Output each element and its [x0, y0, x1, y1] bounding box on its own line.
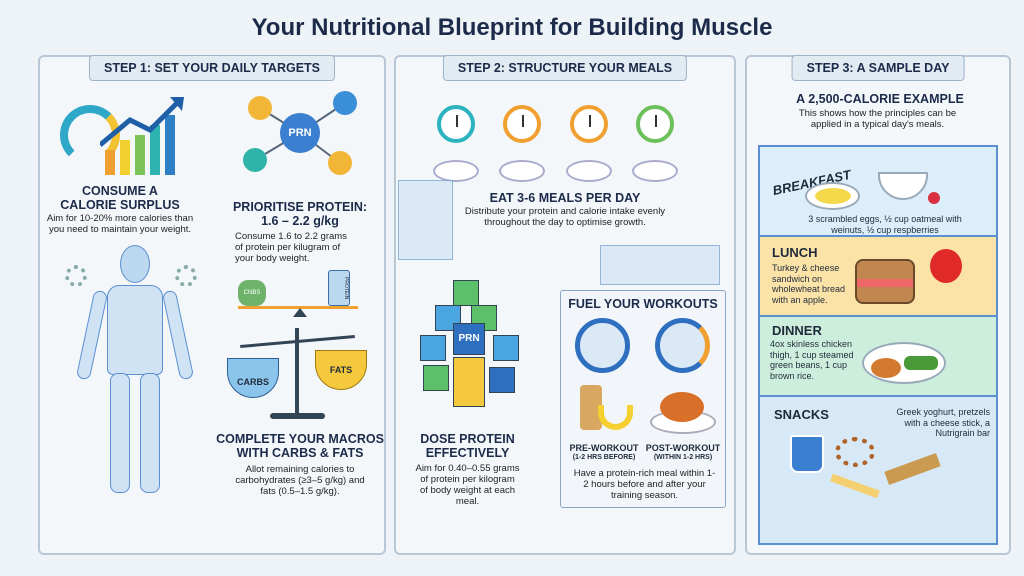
prn-badge: PRN — [280, 113, 320, 153]
step3-header: STEP 3: A SAMPLE DAY — [791, 55, 965, 81]
protein-blocks-icon: PRN — [415, 275, 525, 425]
surplus-heading-line2: CALORIE SURPLUS — [60, 198, 180, 212]
protein-molecule-icon: PRN — [240, 88, 365, 175]
roast-chicken-icon — [660, 392, 704, 422]
cheese-stick-icon — [830, 473, 880, 499]
building-block-icon — [398, 180, 453, 260]
clock-icon — [503, 105, 541, 143]
clock-icon — [636, 105, 674, 143]
oatmeal-icon — [878, 172, 928, 200]
shelf-dinner: DINNER 4ox skinless chicken thigh, 1 cup… — [758, 315, 998, 397]
pre-workout-label: PRE-WORKOUT — [569, 443, 639, 453]
gear-icon — [65, 265, 87, 287]
sample-text: This shows how the principles can be app… — [798, 108, 957, 130]
shelf-snacks: SNACKS Greek yoghurt, pretzels with a ch… — [758, 395, 998, 545]
surplus-heading-line1: CONSUME A — [82, 184, 158, 198]
meal-plate-icon — [566, 160, 612, 182]
prn-badge: PRN — [453, 323, 485, 355]
surplus-text: Aim for 10-20% more calories than you ne… — [46, 213, 194, 235]
kettlebell-seesaw-icon: CNBS PROTEIN — [238, 270, 363, 317]
raspberry-icon — [928, 192, 940, 204]
building-block-icon — [600, 245, 720, 285]
eggs-icon — [805, 182, 860, 210]
shaker-label: PROTEIN — [328, 270, 350, 306]
gauge-chart-icon — [60, 95, 185, 175]
clock-icon — [437, 105, 475, 143]
protein-heading-line2: 1.6 – 2.2 g/kg — [261, 214, 339, 228]
sandwich-icon — [855, 259, 915, 304]
body-figure-icon — [55, 245, 215, 505]
shelf-breakfast: BREAKFAST 3 scrambled eggs, ½ cup oatmea… — [758, 145, 998, 237]
workouts-text: Have a protein-rich meal within 1-2 hour… — [573, 468, 716, 501]
apple-icon — [930, 249, 962, 283]
step1-header: STEP 1: SET YOUR DAILY TARGETS — [88, 55, 336, 81]
yogurt-icon — [790, 435, 824, 473]
protein-heading: PRIORITISE PROTEIN:1.6 – 2.2 g/kg — [225, 200, 375, 228]
snacks-label: SNACKS — [774, 407, 829, 422]
meal-plate-icon — [499, 160, 545, 182]
post-workout-sublabel: (WITHIN 1-2 HRS) — [653, 454, 713, 461]
dose-heading-line2: EFFECTIVELY — [425, 446, 510, 460]
shelf-lunch: LUNCH Turkey & cheese sandwich on wholew… — [758, 235, 998, 317]
breakfast-text: 3 scrambled eggs, ½ cup oatmeal with wei… — [808, 214, 962, 235]
page-title: Your Nutritional Blueprint for Building … — [251, 14, 773, 41]
dose-text: Aim for 0.40–0.55 grams of protein per k… — [415, 463, 520, 507]
carbs-label: CARBS — [227, 358, 279, 398]
meal-plate-icon — [433, 160, 479, 182]
meals-heading: EAT 3-6 MEALS PER DAY — [489, 191, 641, 205]
step2-header: STEP 2: STRUCTURE YOUR MEALS — [442, 55, 688, 81]
nutrigrain-bar-icon — [884, 453, 941, 485]
lunch-label: LUNCH — [772, 245, 818, 260]
clock-icon — [570, 105, 608, 143]
protein-heading-line1: PRIORITISE PROTEIN: — [232, 200, 368, 214]
macros-heading-line1: COMPLETE YOUR MACROS — [216, 432, 384, 446]
dinner-text: 4ox skinless chicken thigh, 1 cup steame… — [770, 339, 854, 381]
fats-label: FATS — [315, 350, 367, 390]
shake-icon — [580, 385, 602, 430]
meals-text: Distribute your protein and calorie inta… — [464, 206, 666, 228]
stopwatch-icon — [575, 318, 630, 373]
workouts-heading: FUEL YOUR WORKOUTS — [568, 297, 718, 311]
macros-text: Allot remaining calories to carbohydrate… — [235, 464, 365, 497]
post-workout-label: POST-WORKOUT — [645, 443, 721, 453]
plate-icon — [650, 410, 716, 434]
sample-heading: A 2,500-CALORIE EXAMPLE — [796, 92, 964, 106]
snacks-text: Greek yoghurt, pretzels with a cheese st… — [896, 407, 990, 438]
kettlebell-label: CNBS — [238, 280, 266, 306]
protein-text: Consume 1.6 to 2.2 grams of protein per … — [235, 231, 347, 264]
pretzels-icon — [835, 437, 875, 467]
macros-heading-line2: WITH CARBS & FATS — [236, 446, 364, 460]
dinner-plate-icon — [862, 342, 946, 384]
dose-heading-line1: DOSE PROTEIN — [420, 432, 515, 446]
pre-workout-sublabel: (1-2 HRS BEFORE) — [572, 454, 636, 461]
lunch-text: Turkey & cheese sandwich on wholewheat b… — [772, 263, 846, 305]
dinner-label: DINNER — [772, 323, 822, 338]
banana-icon — [598, 405, 633, 430]
gear-icon — [175, 265, 197, 287]
meal-plate-icon — [632, 160, 678, 182]
stopwatch-icon — [655, 318, 710, 373]
balance-scale-icon: CARBS FATS — [225, 328, 370, 423]
